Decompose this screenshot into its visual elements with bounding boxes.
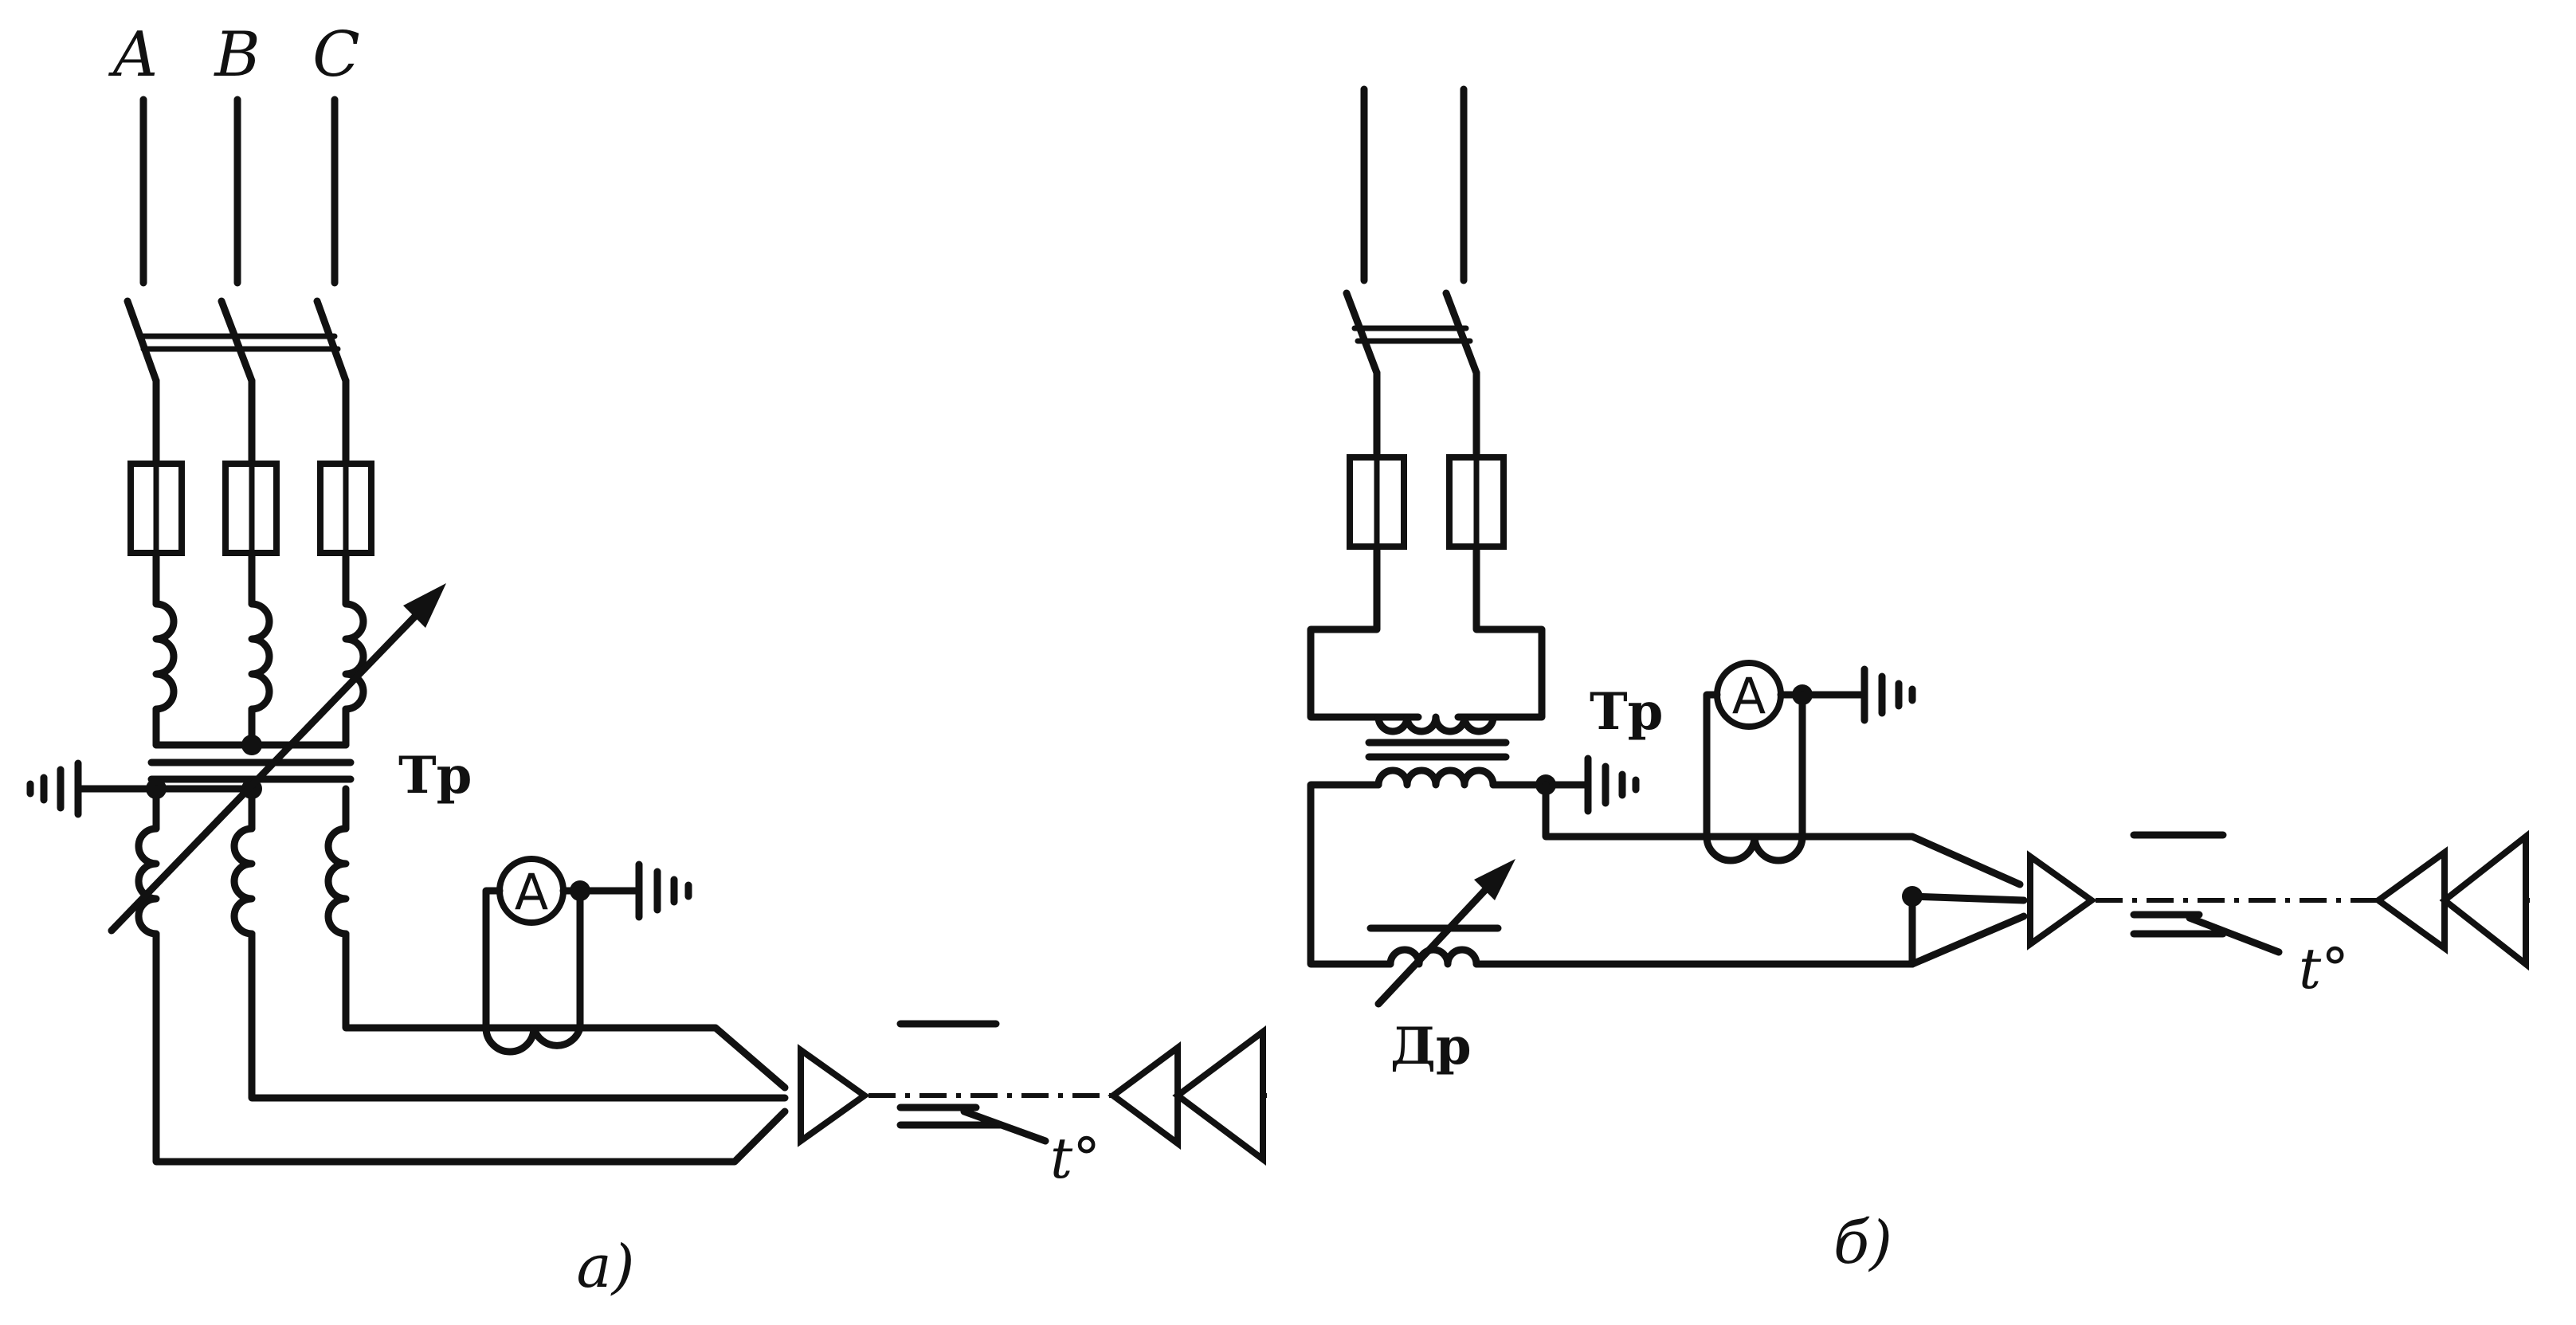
secondary-windings-a bbox=[135, 785, 350, 938]
ground-ammeter-b bbox=[1860, 665, 1916, 724]
thermistor-b bbox=[2130, 831, 2283, 956]
temperature-label-a: t° bbox=[1050, 1126, 1100, 1191]
diagram-a: A B C bbox=[26, 19, 1267, 1301]
neutral-junction-primary bbox=[241, 735, 262, 755]
ammeter-b: A bbox=[1703, 660, 1868, 864]
thermistor-a bbox=[896, 1020, 1049, 1145]
variable-arrow-a bbox=[108, 583, 446, 935]
receiver-b bbox=[2373, 829, 2529, 971]
receiver-a bbox=[1108, 1025, 1266, 1166]
amplifier-b bbox=[2027, 850, 2097, 951]
amplifier-a bbox=[798, 1044, 870, 1147]
ammeter-label-a: A bbox=[515, 863, 548, 921]
phase-label-b: B bbox=[213, 19, 260, 91]
transformer-core-a bbox=[147, 759, 355, 783]
phase-lines-a bbox=[139, 96, 339, 287]
ground-right-a bbox=[635, 860, 692, 921]
mixer-b bbox=[1902, 886, 2028, 968]
phase-label-a: A bbox=[108, 19, 158, 91]
phase-lines-b bbox=[1360, 85, 1468, 284]
diagram-b: Тр A bbox=[1307, 85, 2530, 1277]
transformer-label-a: Тр bbox=[398, 746, 472, 806]
ground-tr-b bbox=[1542, 755, 1640, 815]
ammeter-label-b: A bbox=[1732, 667, 1766, 725]
three-pole-switch-a bbox=[124, 297, 350, 468]
output-leads-a bbox=[152, 930, 789, 1166]
ammeter-a: A bbox=[482, 856, 643, 1056]
primary-windings-a bbox=[152, 600, 367, 755]
lead-upper-b bbox=[1542, 781, 2024, 888]
caption-a: а) bbox=[577, 1233, 635, 1301]
two-pole-switch-b bbox=[1343, 289, 1480, 461]
transformer-label-b: Тр bbox=[1590, 682, 1663, 742]
caption-b: б) bbox=[1833, 1209, 1892, 1277]
fuses-b bbox=[1307, 454, 1546, 721]
fuses-a bbox=[127, 461, 374, 608]
ground-left-a bbox=[26, 759, 256, 818]
temperature-label-b: t° bbox=[2299, 936, 2349, 1002]
reactor-label-b: Др bbox=[1390, 1017, 1472, 1076]
phase-label-c: C bbox=[312, 19, 360, 91]
reactor-b bbox=[1366, 859, 1916, 1008]
